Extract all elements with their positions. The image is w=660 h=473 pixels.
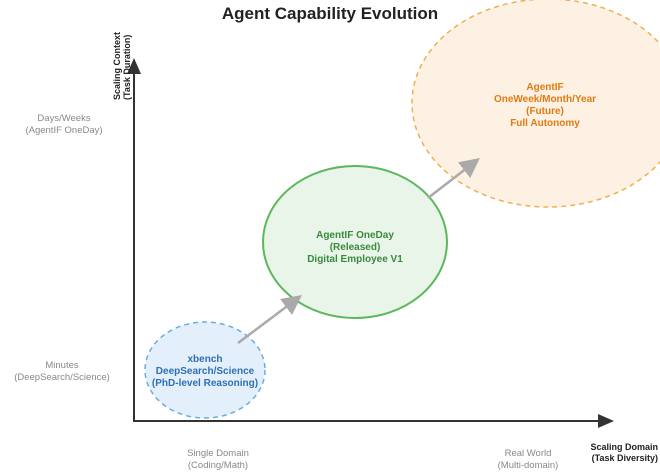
oneday-label: Digital Employee V1 (307, 254, 403, 265)
future-label: (Future) (526, 106, 564, 117)
x-axis-label: Scaling Domain (590, 442, 658, 452)
progress-arrow-1 (237, 295, 302, 344)
y-axis-label-sub: (Task Duration) (122, 35, 132, 100)
x-tick-single: Single Domain (187, 448, 249, 459)
y-tick-minutes-sub: (DeepSearch/Science) (14, 372, 110, 383)
future-label: AgentIF (526, 82, 563, 93)
xbench-label: (PhD-level Reasoning) (152, 378, 258, 389)
future-label: OneWeek/Month/Year (494, 94, 596, 105)
y-tick-minutes: Minutes (45, 360, 79, 371)
x-tick-real-sub: (Multi-domain) (498, 460, 559, 471)
stage-xbench-ellipse (144, 321, 266, 419)
stage-oneday-ellipse (262, 165, 448, 319)
oneday-label: AgentIF OneDay (316, 230, 394, 241)
y-axis-label: Scaling Context (112, 32, 122, 100)
diagram-title: Agent Capability Evolution (222, 4, 438, 23)
xbench-label: xbench (187, 354, 222, 365)
x-tick-single-sub: (Coding/Math) (188, 460, 248, 471)
x-tick-real: Real World (505, 448, 552, 459)
x-axis-label-sub: (Task Diversity) (592, 453, 658, 463)
stage-future-ellipse (411, 0, 660, 208)
x-axis-arrowhead (598, 414, 614, 428)
progress-arrow-2 (427, 157, 480, 199)
y-axis-arrowhead (127, 58, 141, 74)
future-label: Full Autonomy (510, 118, 580, 129)
y-tick-days-sub: (AgentIF OneDay) (25, 125, 102, 136)
xbench-label: DeepSearch/Science (156, 366, 255, 377)
oneday-label: (Released) (330, 242, 381, 253)
y-tick-days: Days/Weeks (37, 113, 90, 124)
